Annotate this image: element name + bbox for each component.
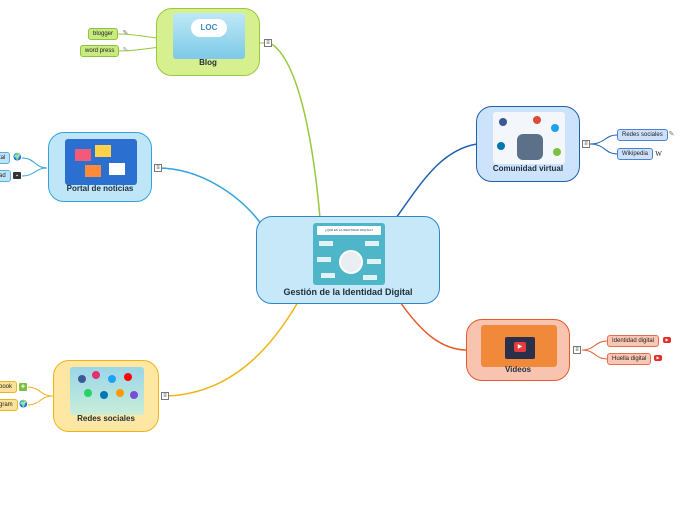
connector-wikipedia (589, 143, 618, 155)
social-icon-6 (100, 391, 108, 399)
connector-gram (27, 395, 54, 406)
redes-title: Redes sociales (77, 414, 135, 423)
infographic-box-6 (363, 275, 377, 280)
central-banner: ¿QUÉ ES LA IDENTIDAD DIGITAL? (317, 226, 381, 235)
videos-collapse-button[interactable]: ≡ (573, 346, 581, 354)
social-icon-4 (124, 373, 132, 381)
play-icon: ▶ (514, 342, 526, 352)
social-icon-5 (84, 389, 92, 397)
leaf-tal[interactable]: tal (0, 152, 11, 164)
comunidad-title: Comunidad virtual (492, 164, 564, 173)
community-icon-4 (497, 142, 505, 150)
leaf-identidad-digital[interactable]: Identidad digital (607, 335, 660, 347)
connector-ad (21, 167, 48, 177)
social-icon-7 (116, 389, 124, 397)
leaf-blogger[interactable]: blogger (88, 28, 119, 40)
tag-icon: ✚ (19, 383, 27, 391)
leaf-huella-digital[interactable]: Huella digital (607, 353, 652, 365)
social-icon-3 (108, 375, 116, 383)
portal-title: Portal de noticias (66, 184, 134, 193)
globe-icon: 🌍 (19, 401, 28, 408)
wikipedia-icon: W (655, 150, 662, 158)
central-topic-node[interactable]: ¿QUÉ ES LA IDENTIDAD DIGITAL? Gestión de… (256, 216, 440, 304)
monitor-icon: ▪ (13, 172, 21, 179)
social-icon-1 (78, 375, 86, 383)
leaf-redes-sociales[interactable]: Redes sociales (617, 129, 668, 141)
connector-portal (157, 167, 263, 226)
people-group (517, 134, 543, 160)
community-icon-3 (551, 124, 559, 132)
connector-identidad (581, 340, 608, 351)
comment-icon: ✎ (668, 131, 675, 138)
leaf-book[interactable]: book (0, 381, 18, 393)
redes-collapse-button[interactable]: ≡ (161, 392, 169, 400)
comment-icon: ✎ (122, 30, 129, 37)
infographic-box-1 (319, 241, 333, 246)
redes-node[interactable]: Redes sociales (53, 360, 159, 432)
connector-videos (399, 301, 468, 351)
community-icon-5 (553, 148, 561, 156)
comunidad-node[interactable]: Comunidad virtual (476, 106, 580, 182)
news-card-3 (109, 163, 125, 175)
community-icon-2 (533, 116, 541, 124)
videos-image: ▶ (481, 325, 557, 367)
blog-node[interactable]: LOC Blog (156, 8, 260, 76)
leaf-gram[interactable]: gram (0, 399, 18, 411)
videos-node[interactable]: ▶ Videos (466, 319, 570, 381)
blog-collapse-button[interactable]: ≡ (264, 39, 272, 47)
infographic-box-3 (317, 257, 331, 262)
portal-image (65, 139, 137, 185)
connector-redes (165, 301, 299, 397)
news-card-1 (75, 149, 91, 161)
infographic-box-2 (365, 241, 379, 246)
redes-image (70, 367, 144, 415)
connector-book (27, 386, 54, 397)
leaf-wikipedia[interactable]: Wikipedia (617, 148, 654, 160)
portal-collapse-button[interactable]: ≡ (154, 164, 162, 172)
clock-graphic (339, 250, 363, 274)
news-card-4 (85, 165, 101, 177)
youtube-icon: ▶ (663, 337, 671, 343)
youtube-icon: ▶ (654, 355, 662, 361)
social-icon-8 (130, 391, 138, 399)
connector-huella (581, 349, 608, 360)
leaf-ad[interactable]: ad (0, 170, 11, 182)
note-icon: ✎ (122, 47, 129, 54)
comunidad-collapse-button[interactable]: ≡ (582, 140, 590, 148)
blog-title: Blog (199, 58, 217, 67)
community-icon-1 (499, 118, 507, 126)
connector-blog (269, 42, 321, 219)
portal-node[interactable]: Portal de noticias (48, 132, 152, 202)
connector-tal (21, 157, 48, 169)
central-topic-title: Gestión de la Identidad Digital (283, 287, 413, 297)
videos-title: Videos (504, 365, 532, 374)
connector-comunidad (395, 143, 478, 219)
leaf-word-press[interactable]: word press (80, 45, 120, 57)
social-icon-2 (92, 371, 100, 379)
blog-cloud-logo: LOC (191, 19, 227, 37)
infographic-box-5 (321, 273, 335, 278)
news-card-2 (95, 145, 111, 157)
connector-redes-sociales (589, 134, 618, 145)
globe-icon: 🌍 (13, 154, 22, 161)
central-infographic-image: ¿QUÉ ES LA IDENTIDAD DIGITAL? (313, 223, 385, 285)
blog-image: LOC (173, 13, 245, 59)
comunidad-image (493, 112, 565, 164)
infographic-box-4 (367, 259, 381, 264)
